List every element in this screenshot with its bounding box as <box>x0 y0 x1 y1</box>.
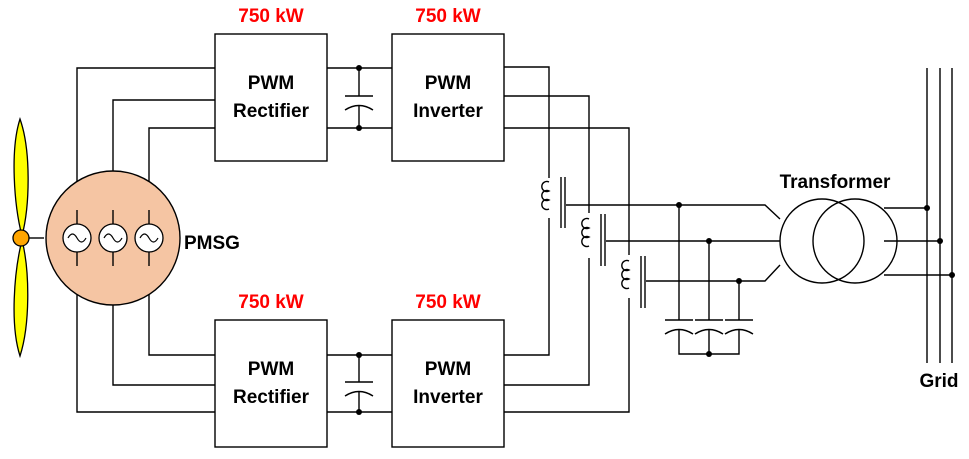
junction-dots <box>356 65 955 415</box>
bottom-inverter-label-line1: PWM <box>425 359 471 380</box>
filter-capacitor-icon <box>664 319 754 335</box>
pmsg-generator <box>45 170 181 306</box>
grid-label: Grid <box>919 371 958 392</box>
top-rectifier-label-line2: Rectifier <box>233 101 310 122</box>
transformer-label: Transformer <box>780 172 891 193</box>
capacitor-icon <box>344 381 374 397</box>
top-inverter-box <box>391 33 505 162</box>
top-inverter-label-line2: Inverter <box>413 101 483 122</box>
ac-source-icon <box>62 223 92 253</box>
top-rectifier-box <box>214 33 328 162</box>
capacitor-icon <box>344 95 374 111</box>
ac-source-icon <box>134 223 164 253</box>
bottom-rectifier-label-line1: PWM <box>248 359 294 380</box>
inductor-icon <box>581 214 606 266</box>
top-rectifier-power-label: 750 kW <box>238 6 304 27</box>
top-rectifier-label-line1: PWM <box>248 73 294 94</box>
inductor-icon <box>541 177 566 228</box>
wind-turbine-icon <box>12 116 44 359</box>
top-inverter-power-label: 750 kW <box>415 6 481 27</box>
inductor-icon <box>621 256 646 308</box>
turbine-blade-top <box>13 116 29 237</box>
bottom-rectifier-box <box>214 319 328 448</box>
bottom-inverter-box <box>391 319 505 448</box>
generator-label: PMSG <box>184 233 240 254</box>
bottom-rectifier-label-line2: Rectifier <box>233 387 310 408</box>
top-inverter-label-line1: PWM <box>425 73 471 94</box>
ac-source-icon <box>98 223 128 253</box>
bottom-inverter-label-line2: Inverter <box>413 387 483 408</box>
turbine-blade-bottom <box>13 239 29 359</box>
transformer-icon <box>779 198 898 284</box>
bottom-rectifier-power-label: 750 kW <box>238 292 304 313</box>
turbine-hub <box>12 229 30 247</box>
bottom-inverter-power-label: 750 kW <box>415 292 481 313</box>
